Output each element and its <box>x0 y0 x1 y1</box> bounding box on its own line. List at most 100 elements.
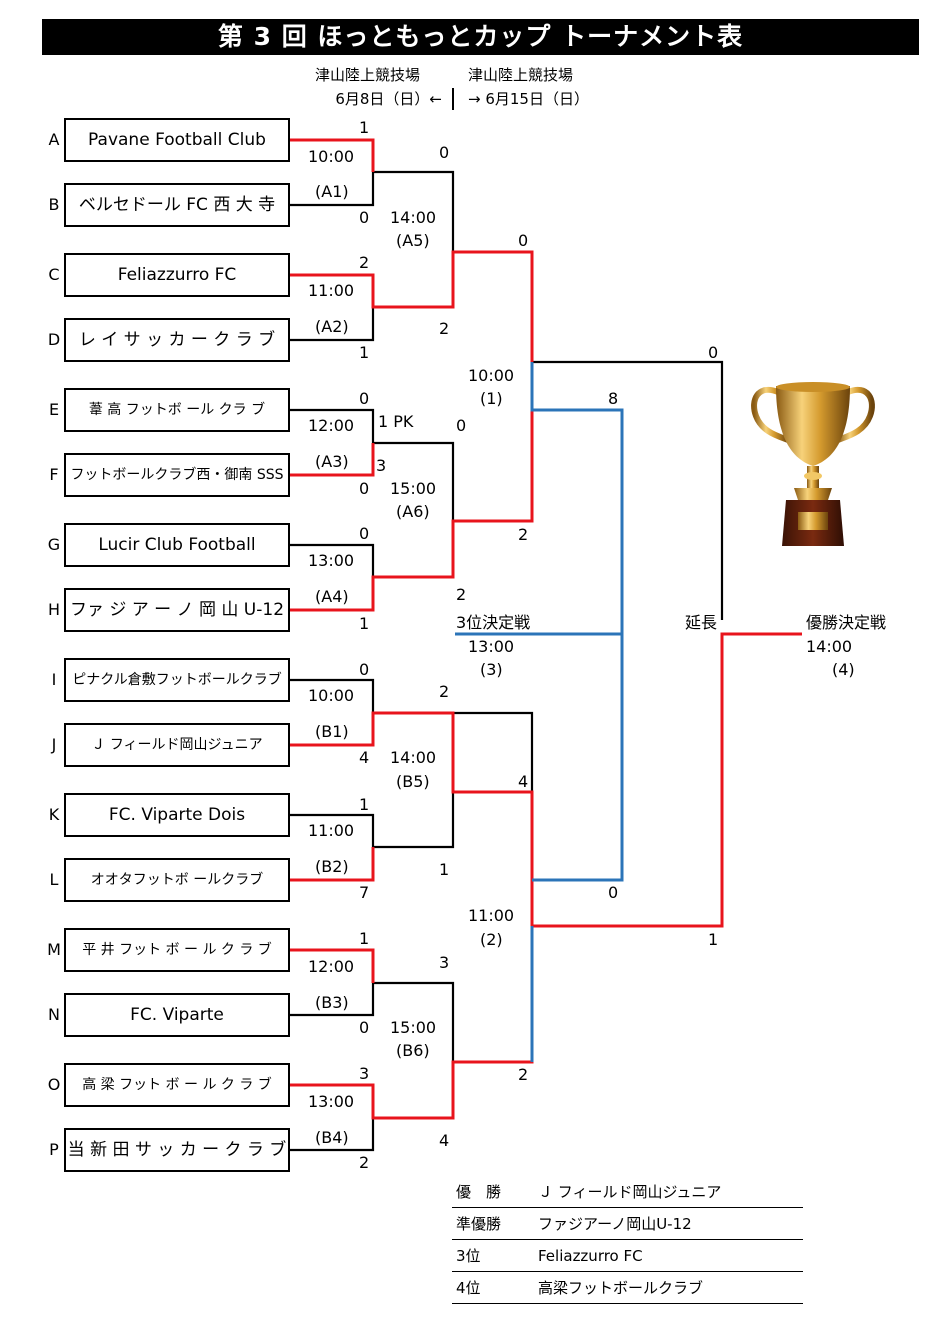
time-b1: 10:00 <box>308 686 355 705</box>
score-b6-bot: 4 <box>439 1131 450 1150</box>
team-box-b: ベルセドール FC 西 大 寺 <box>64 183 290 227</box>
time-a3: 12:00 <box>308 416 355 435</box>
match-a3: (A3) <box>315 452 349 471</box>
team-box-i: ピナクル倉敷フットボールクラブ <box>64 658 290 702</box>
results-rank: 優 勝 <box>456 1183 502 1201</box>
results-rank: 準優勝 <box>456 1215 502 1233</box>
score-m: 1 <box>359 929 370 948</box>
team-box-c: Feliazzurro FC <box>64 253 290 297</box>
match-sf1: (1) <box>480 389 503 408</box>
match-b1: (B1) <box>315 722 349 741</box>
right-venue: 津山陸上競技場 <box>468 66 574 84</box>
results-table: 優 勝 Ｊ フィールド岡山ジュニア 準優勝 ファジアーノ岡山U-12 3位 Fe… <box>452 1176 803 1304</box>
score-e: 0 <box>359 389 370 408</box>
time-final: 14:00 <box>806 637 853 656</box>
time-b6: 15:00 <box>390 1018 437 1037</box>
score-n: 0 <box>359 1018 370 1037</box>
team-letter-a: A <box>48 130 60 149</box>
team-box-f: フットボールクラブ西・御南 SSS <box>64 453 290 497</box>
results-team: ファジアーノ岡山U-12 <box>538 1215 692 1233</box>
team-box-k: FC. Viparte Dois <box>64 793 290 837</box>
team-letter-o: O <box>47 1075 61 1094</box>
score-final-bot: 1 <box>708 930 719 949</box>
score-sf1-bot: 2 <box>518 525 529 544</box>
team-letter-d: D <box>47 330 61 349</box>
score-i: 0 <box>359 660 370 679</box>
match-b6: (B6) <box>396 1041 430 1060</box>
score-a6-bot: 2 <box>456 585 467 604</box>
time-b3: 12:00 <box>308 957 355 976</box>
score-h: 1 <box>359 614 370 633</box>
score-b6-top: 3 <box>439 953 450 972</box>
match-sf2: (2) <box>480 930 503 949</box>
score-third-top: 8 <box>608 389 619 408</box>
score-a5-top: 0 <box>439 143 450 162</box>
final-label: 優勝決定戦 <box>806 613 887 632</box>
time-b5: 14:00 <box>390 748 437 767</box>
team-box-h: ファ ジ ア ー ノ 岡 山 U-12 <box>64 588 290 632</box>
time-third: 13:00 <box>468 637 515 656</box>
score-third-bot: 0 <box>608 883 619 902</box>
match-third: (3) <box>480 660 503 679</box>
team-letter-i: I <box>51 670 57 689</box>
match-b2: (B2) <box>315 857 349 876</box>
results-rank: 3位 <box>456 1247 481 1265</box>
match-a1: (A1) <box>315 182 349 201</box>
score-k: 1 <box>359 795 370 814</box>
team-letter-j: J <box>51 735 57 754</box>
time-b2: 11:00 <box>308 821 355 840</box>
score-j: 4 <box>359 748 370 767</box>
time-sf2: 11:00 <box>468 906 515 925</box>
score-final-top: 0 <box>708 343 719 362</box>
team-box-l: オオタフットボ ールクラブ <box>64 858 290 902</box>
score-d: 1 <box>359 343 370 362</box>
score-l: 7 <box>359 883 370 902</box>
score-o: 3 <box>359 1064 370 1083</box>
match-a6: (A6) <box>396 502 430 521</box>
time-a1: 10:00 <box>308 147 355 166</box>
team-letter-l: L <box>49 870 59 889</box>
time-a4: 13:00 <box>308 551 355 570</box>
team-letter-k: K <box>48 805 60 824</box>
results-row: 優 勝 Ｊ フィールド岡山ジュニア <box>452 1176 803 1208</box>
team-letter-h: H <box>47 600 61 619</box>
match-b4: (B4) <box>315 1128 349 1147</box>
time-a5: 14:00 <box>390 208 437 227</box>
match-b5: (B5) <box>396 772 430 791</box>
results-team: 高梁フットボールクラブ <box>538 1279 704 1297</box>
score-f0: 0 <box>359 479 370 498</box>
team-letter-m: M <box>47 940 61 959</box>
score-p: 2 <box>359 1153 370 1172</box>
score-sf2-bot: 2 <box>518 1065 529 1084</box>
team-letter-n: N <box>48 1005 60 1024</box>
team-letter-g: G <box>47 535 61 554</box>
team-letter-e: E <box>48 400 60 419</box>
team-box-n: FC. Viparte <box>64 993 290 1037</box>
score-f: 3 <box>376 456 387 475</box>
results-rank: 4位 <box>456 1279 481 1297</box>
match-a2: (A2) <box>315 317 349 336</box>
match-a4: (A4) <box>315 587 349 606</box>
score-a5-bot: 2 <box>439 319 450 338</box>
team-box-o: 高 梁 フット ボ ー ル ク ラ ブ <box>64 1063 290 1107</box>
team-letter-c: C <box>48 265 60 284</box>
score-b5-top: 2 <box>439 682 450 701</box>
pk-label: 1 PK <box>378 412 414 431</box>
right-date: → 6月15日（日） <box>468 90 589 108</box>
page-title: 第 3 回 ほっともっとカップ トーナメント表 <box>42 19 919 55</box>
team-letter-f: F <box>49 465 59 484</box>
time-a2: 11:00 <box>308 281 355 300</box>
results-row: 準優勝 ファジアーノ岡山U-12 <box>452 1208 803 1240</box>
time-sf1: 10:00 <box>468 366 515 385</box>
time-b4: 13:00 <box>308 1092 355 1111</box>
score-sf1-top: 0 <box>518 231 529 250</box>
score-a: 1 <box>359 118 370 137</box>
match-final: (4) <box>832 660 855 679</box>
team-box-p: 当 新 田 サ ッ カ ー ク ラ ブ <box>64 1128 290 1172</box>
match-a5: (A5) <box>396 231 430 250</box>
results-team: Feliazzurro FC <box>538 1246 643 1265</box>
score-a6-top: 0 <box>456 416 467 435</box>
team-box-e: 葦 高 フットボ ール クラ ブ <box>64 388 290 432</box>
team-box-a: Pavane Football Club <box>64 118 290 162</box>
team-letter-b: B <box>48 195 60 214</box>
